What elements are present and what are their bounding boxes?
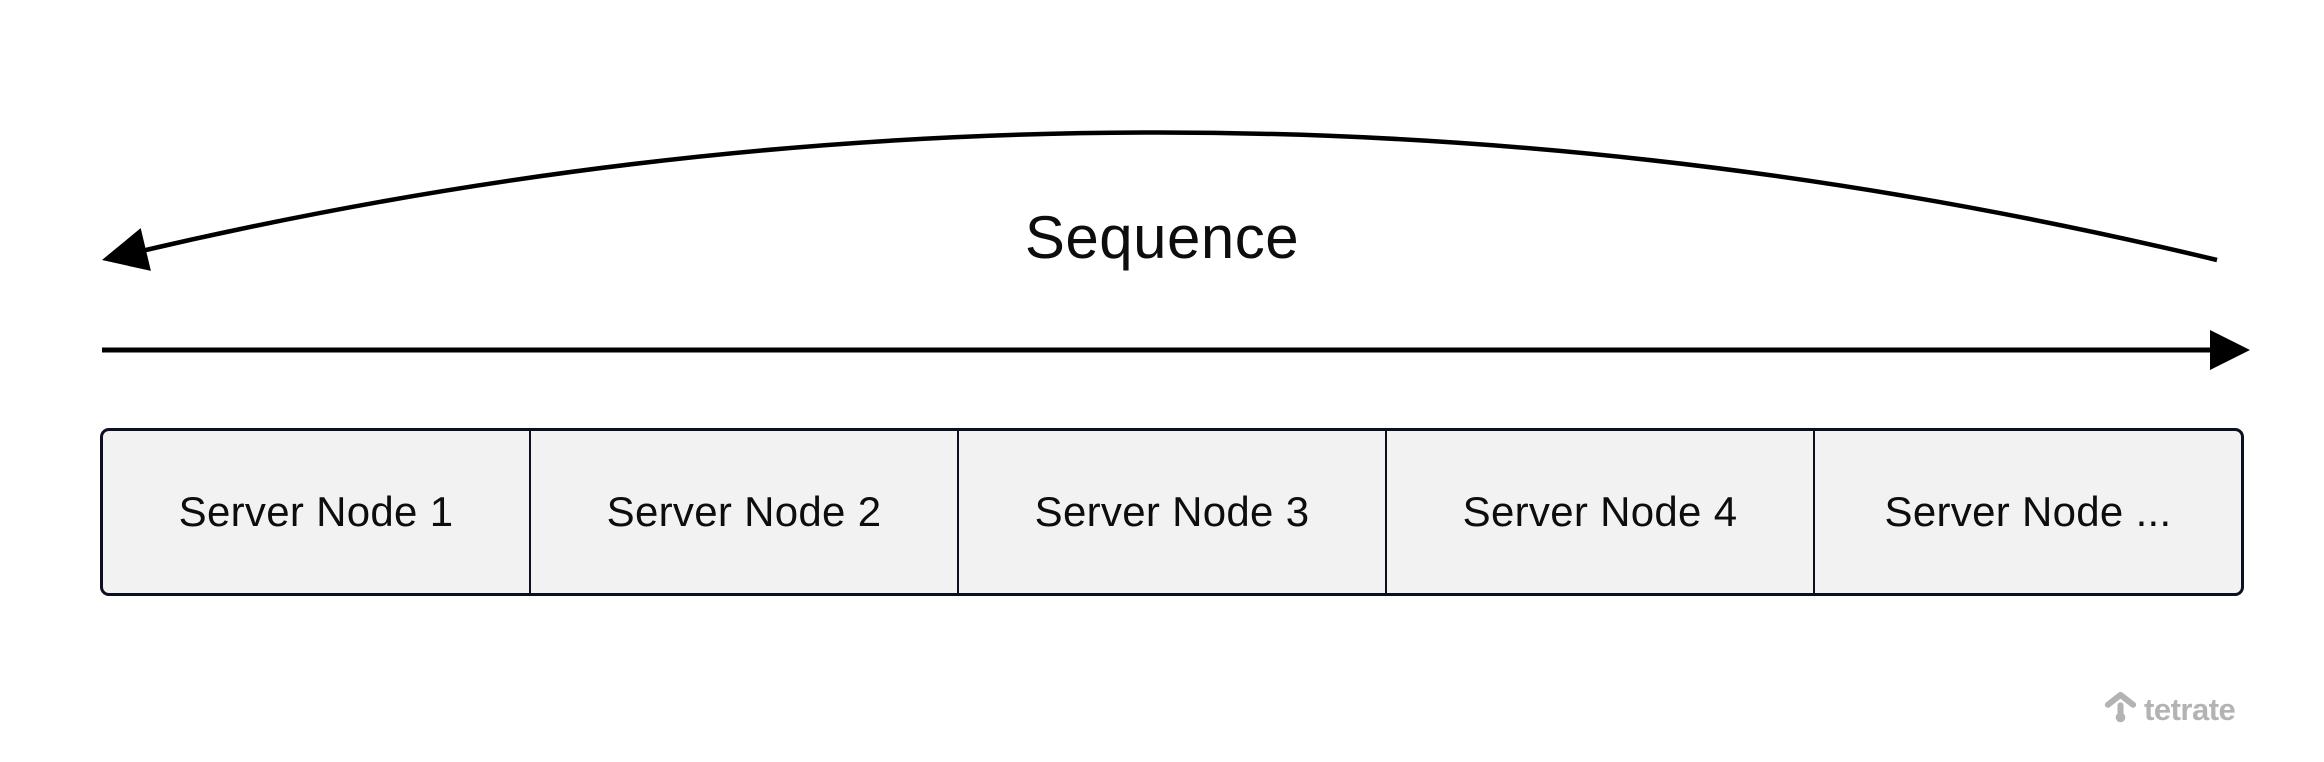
server-node-box: Server Node ... [1813, 431, 2241, 593]
server-node-box: Server Node 4 [1385, 431, 1813, 593]
timeline-arrow [102, 330, 2250, 370]
server-node-label: Server Node 2 [606, 488, 882, 535]
server-node-label: Server Node ... [1884, 488, 2172, 535]
tetrate-logo: tetrate [2104, 690, 2236, 727]
server-node-label: Server Node 4 [1462, 488, 1738, 535]
server-node-box: Server Node 2 [529, 431, 957, 593]
server-node-box: Server Node 3 [957, 431, 1385, 593]
server-node-box: Server Node 1 [103, 431, 529, 593]
tetrate-logo-icon [2104, 691, 2137, 723]
sequence-label: Sequence [1024, 204, 1300, 271]
server-node-label: Server Node 3 [1034, 488, 1310, 535]
server-node-row: Server Node 1 Server Node 2 Server Node … [100, 428, 2244, 596]
server-node-label: Server Node 1 [178, 488, 454, 535]
timeline-arrowhead-right-icon [2210, 330, 2250, 370]
tetrate-logo-text: tetrate [2144, 691, 2236, 727]
